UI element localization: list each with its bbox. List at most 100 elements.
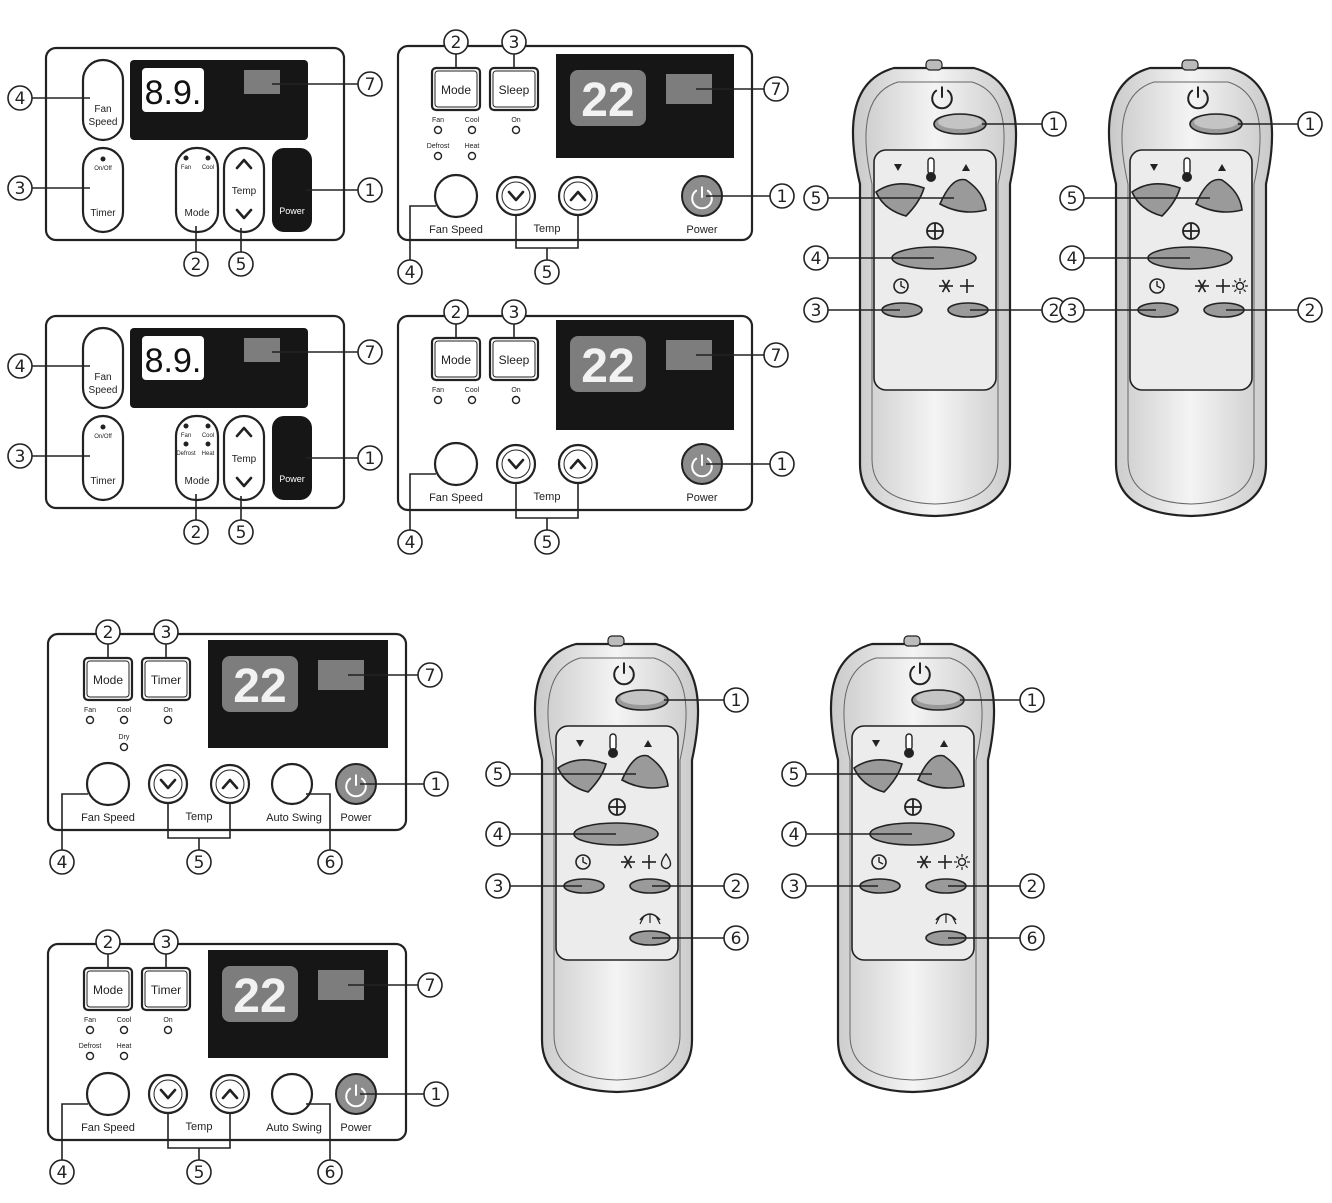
callout-number: 4 [493, 825, 504, 845]
temp-down-button[interactable] [495, 443, 537, 485]
fan-indicator-label: Fan [84, 707, 96, 714]
temp-up-button[interactable] [557, 443, 599, 485]
temp-up-button[interactable] [620, 754, 669, 789]
indicator-led [467, 395, 477, 405]
callout-6: 6 [1019, 925, 1045, 951]
callout-number: 2 [451, 303, 462, 323]
timer-button[interactable]: Timer [140, 656, 192, 702]
temp-down-button[interactable] [853, 759, 903, 793]
remote-power-button[interactable] [1189, 113, 1243, 135]
sleep-button[interactable]: Sleep [488, 336, 540, 382]
temp-up-button[interactable] [916, 754, 965, 789]
callout-3: 3 [485, 873, 511, 899]
mode-button[interactable]: Mode [82, 656, 134, 702]
chevron-up-icon [235, 158, 253, 170]
power-button[interactable]: Power [272, 148, 312, 232]
callout-number: 4 [15, 357, 26, 377]
mode-label: Mode [184, 476, 209, 487]
power-button[interactable]: Power [272, 416, 312, 500]
fan-speed-button[interactable]: Fan Speed [429, 173, 483, 236]
thermometer-icon [608, 733, 618, 758]
callout-1: 1 [769, 451, 795, 477]
temp-down-button[interactable] [147, 1073, 189, 1115]
digit-readout: 22 [233, 660, 286, 713]
fan-speed-button[interactable]: Fan Speed [81, 761, 135, 824]
callout-circle [357, 339, 383, 365]
temp-down-button[interactable] [1131, 183, 1181, 217]
temp-down-button[interactable] [495, 175, 537, 217]
callout-number: 6 [325, 1163, 336, 1183]
callout-2: 2 [1019, 873, 1045, 899]
temp-up-button[interactable] [209, 1073, 251, 1115]
fan-speed-label: Fan [94, 104, 111, 115]
callout-circle [357, 71, 383, 97]
callout-number: 2 [1305, 301, 1316, 321]
callout-circle [7, 443, 33, 469]
temp-up-button[interactable] [557, 175, 599, 217]
remote-power-button[interactable] [933, 113, 987, 135]
power-button[interactable]: Power [335, 1073, 377, 1134]
callout-2: 2 [443, 299, 469, 325]
power-label: Power [686, 224, 718, 236]
callout-circle [183, 251, 209, 277]
sleep-button[interactable]: Sleep [488, 66, 540, 112]
mode-button[interactable]: Mode [430, 336, 482, 382]
temp-up-button[interactable] [1194, 178, 1243, 213]
power-button[interactable]: Power [681, 175, 723, 236]
callout-4: 4 [781, 821, 807, 847]
chevron-down-icon [235, 476, 253, 488]
mode-label: Mode [93, 673, 123, 687]
temp-rocker[interactable]: Temp [222, 414, 266, 502]
mode-button[interactable]: Mode [430, 66, 482, 112]
temp-down-button[interactable] [875, 183, 925, 217]
sleep-label: Sleep [499, 83, 530, 97]
temp-down-button[interactable] [147, 763, 189, 805]
thermometer-icon [926, 157, 936, 182]
indicator-led [467, 125, 477, 135]
remote-power-button[interactable] [911, 689, 965, 711]
fan-speed-button[interactable]: Fan Speed [81, 1071, 135, 1134]
callout-number: 7 [771, 80, 782, 100]
fan-speed-button[interactable]: Fan Speed [429, 441, 483, 504]
callout-circle [485, 761, 511, 787]
callout-number: 5 [789, 765, 800, 785]
callout-circle [485, 821, 511, 847]
indicator-led [163, 1025, 173, 1035]
on-off-label: On/Off [94, 166, 112, 172]
temp-down-button[interactable] [557, 759, 607, 793]
cool-indicator-label: Cool [117, 1017, 132, 1024]
triangle-down-icon [894, 164, 902, 171]
callout-circle [1041, 111, 1067, 137]
clock-icon [871, 854, 887, 870]
callout-3: 3 [1059, 297, 1085, 323]
snowflake-fan-icons [939, 279, 974, 293]
auto-swing-button[interactable]: Auto Swing [266, 762, 322, 824]
power-button[interactable]: Power [335, 763, 377, 824]
temp-rocker[interactable]: Temp [222, 146, 266, 234]
callout-circle [803, 245, 829, 271]
callout-3: 3 [153, 619, 179, 645]
callout-5: 5 [186, 849, 212, 875]
temp-up-button[interactable] [938, 178, 987, 213]
callout-circle [417, 662, 443, 688]
timer-button[interactable]: Timer [140, 966, 192, 1012]
auto-swing-button[interactable]: Auto Swing [266, 1072, 322, 1134]
callout-circle [183, 519, 209, 545]
callout-number: 5 [1067, 189, 1078, 209]
power-button[interactable]: Power [681, 443, 723, 504]
callout-number: 7 [425, 976, 436, 996]
temp-up-button[interactable] [209, 763, 251, 805]
timer-label: Timer [90, 476, 116, 487]
remote-power-button[interactable] [615, 689, 669, 711]
callout-circle [7, 85, 33, 111]
mode-button[interactable]: Mode [82, 966, 134, 1012]
callout-number: 3 [509, 33, 520, 53]
auto-swing-label: Auto Swing [266, 1122, 322, 1134]
